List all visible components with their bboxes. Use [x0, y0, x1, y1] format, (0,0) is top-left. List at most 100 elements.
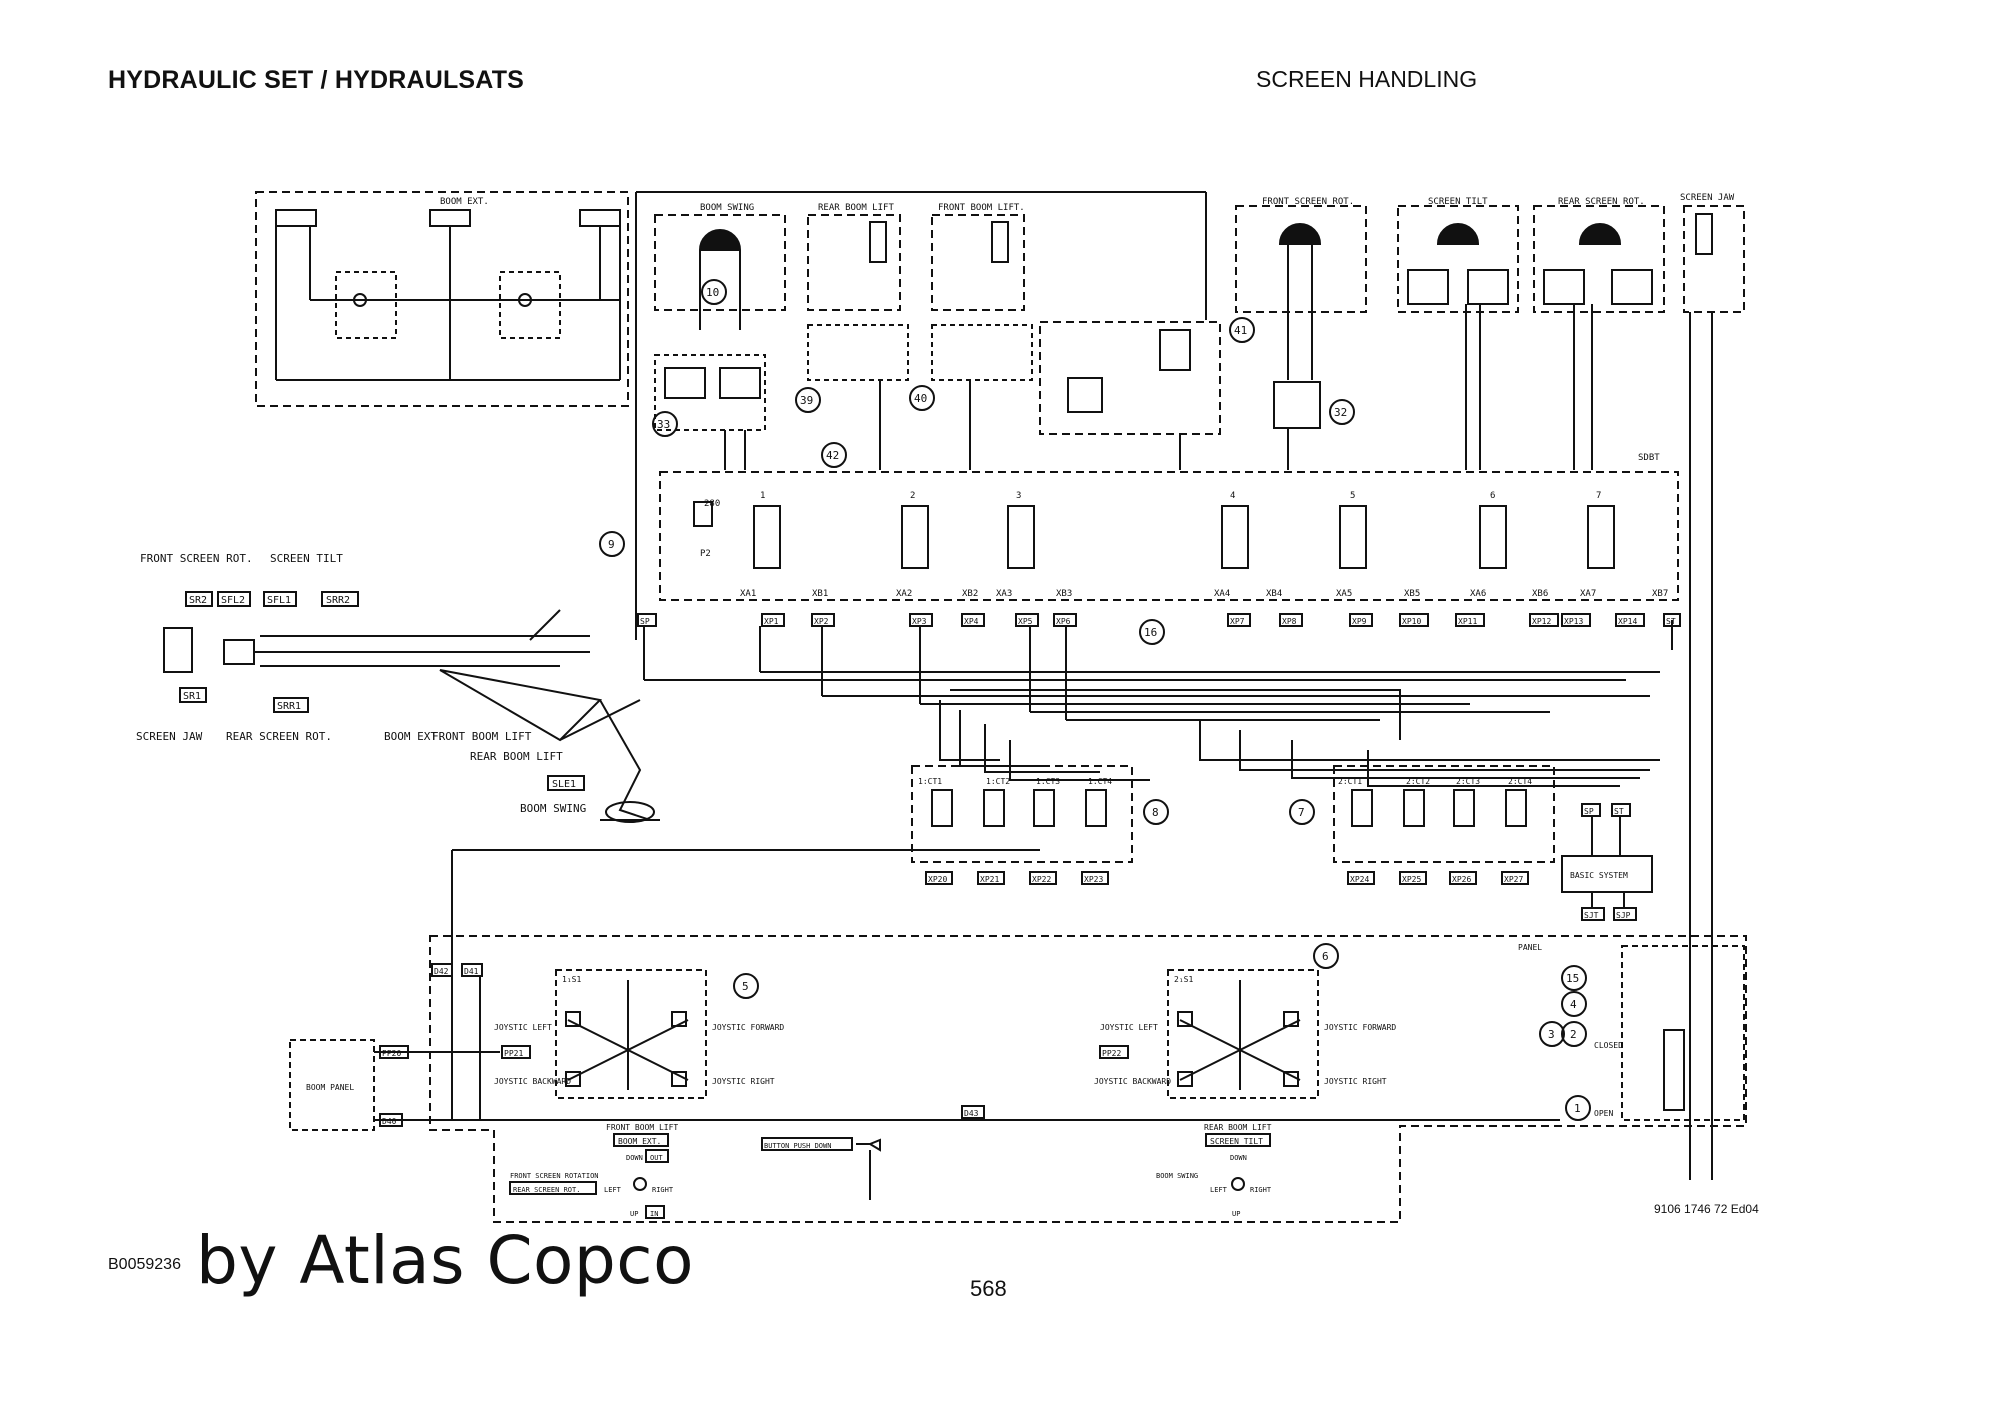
svg-text:JOYSTIC RIGHT: JOYSTIC RIGHT	[1324, 1077, 1387, 1086]
svg-text:XP11: XP11	[1458, 617, 1477, 626]
front-boom-lift-title: FRONT BOOM LIFT.	[938, 203, 1025, 213]
valve-bank-ports: SP XP1 XP2 XP3 XP4 XP5 XP6 XP7 XP8 XP9 X…	[637, 613, 1681, 627]
svg-text:UP: UP	[630, 1210, 638, 1218]
svg-text:XP8: XP8	[1282, 617, 1297, 626]
machine-drawing: FRONT SCREEN ROT. SCREEN TILT SR2 SFL2 S…	[136, 552, 660, 823]
svg-text:2: 2	[1570, 1028, 1577, 1041]
svg-text:PP21: PP21	[504, 1049, 523, 1058]
joystick-2-legend: REAR BOOM LIFT SCREEN TILT DOWN BOOM SWI…	[1156, 1123, 1272, 1218]
port-xb6: XB6	[1532, 589, 1548, 599]
svg-text:40: 40	[914, 392, 927, 405]
svg-text:REAR BOOM LIFT: REAR BOOM LIFT	[1204, 1123, 1272, 1132]
svg-text:D40: D40	[382, 1117, 397, 1126]
drawing-number: 9106 1746 72 Ed04	[1654, 1202, 1759, 1216]
port-xa3: XA3	[996, 589, 1012, 599]
rear-screen-rot-block: REAR SCREEN ROT.	[1533, 197, 1665, 313]
svg-text:CLOSED: CLOSED	[1594, 1041, 1623, 1050]
svg-text:D41: D41	[464, 967, 479, 976]
valve-section-2: 2	[910, 491, 915, 501]
svg-text:SP: SP	[640, 617, 650, 626]
svg-text:RIGHT: RIGHT	[652, 1186, 674, 1194]
joystick-2: 2₁S1 JOYSTIC LEFT JOYSTIC FORWARD JOYSTI…	[1094, 969, 1396, 1099]
valve-section-4: 4	[1230, 491, 1235, 501]
svg-text:SCREEN TILT: SCREEN TILT	[270, 552, 343, 565]
svg-text:SFL1: SFL1	[267, 595, 291, 606]
svg-text:16: 16	[1144, 626, 1157, 639]
svg-text:REAR BOOM LIFT: REAR BOOM LIFT	[470, 750, 563, 763]
svg-text:2:CT3: 2:CT3	[1456, 777, 1480, 786]
svg-text:XP10: XP10	[1402, 617, 1421, 626]
svg-text:XP6: XP6	[1056, 617, 1071, 626]
svg-text:1: 1	[1574, 1102, 1581, 1115]
svg-text:1:CT3: 1:CT3	[1036, 777, 1060, 786]
port-xa6: XA6	[1470, 589, 1486, 599]
port-xb7: XB7	[1652, 589, 1668, 599]
port-xb5: XB5	[1404, 589, 1420, 599]
svg-text:33: 33	[657, 418, 670, 431]
panel-label: PANEL	[1518, 943, 1542, 952]
valve-section-1: 1	[760, 491, 765, 501]
svg-text:XP2: XP2	[814, 617, 829, 626]
svg-text:XP22: XP22	[1032, 875, 1051, 884]
svg-text:BUTTON PUSH DOWN: BUTTON PUSH DOWN	[764, 1142, 831, 1150]
svg-text:7: 7	[1298, 806, 1305, 819]
svg-text:PP22: PP22	[1102, 1049, 1121, 1058]
rear-screen-rot-title: REAR SCREEN ROT.	[1558, 197, 1645, 207]
panel: PANEL BOOM PANEL D42 D41 PP20 PP21 PP22 …	[289, 849, 1747, 1223]
svg-text:SJP: SJP	[1616, 911, 1631, 920]
svg-text:FRONT SCREEN ROT.: FRONT SCREEN ROT.	[140, 552, 253, 565]
svg-text:IN: IN	[650, 1210, 658, 1218]
valve-section-7: 7	[1596, 491, 1601, 501]
svg-text:1:CT2: 1:CT2	[986, 777, 1010, 786]
port-xb1: XB1	[812, 589, 828, 599]
rear-boom-lift-block: REAR BOOM LIFT	[807, 203, 909, 381]
svg-text:XP26: XP26	[1452, 875, 1471, 884]
svg-text:DOWN: DOWN	[626, 1154, 643, 1162]
svg-text:5: 5	[742, 980, 749, 993]
svg-text:SCREEN TILT: SCREEN TILT	[1210, 1137, 1263, 1146]
button-legend: BUTTON PUSH DOWN	[761, 1137, 881, 1200]
port-xa4: XA4	[1214, 589, 1230, 599]
cartridge-block-2: 2:CT1 2:CT2 2:CT3 2:CT4 XP24 XP25 XP26 X…	[1333, 765, 1555, 885]
svg-text:BASIC SYSTEM: BASIC SYSTEM	[1570, 871, 1628, 880]
svg-text:BOOM SWING: BOOM SWING	[1156, 1172, 1198, 1180]
front-screen-rot-title: FRONT SCREEN ROT.	[1262, 197, 1354, 207]
svg-text:SP: SP	[1584, 807, 1594, 816]
svg-text:JOYSTIC FORWARD: JOYSTIC FORWARD	[1324, 1023, 1396, 1032]
svg-text:FRONT SCREEN ROTATION: FRONT SCREEN ROTATION	[510, 1172, 599, 1180]
svg-text:FRONT BOOM LIFT: FRONT BOOM LIFT	[606, 1123, 678, 1132]
joystick-1-legend: FRONT BOOM LIFT BOOM EXT. DOWN OUT FRONT…	[509, 1123, 678, 1219]
svg-text:BOOM SWING: BOOM SWING	[520, 802, 586, 815]
p2-label: P2	[700, 549, 711, 559]
supply-lines	[635, 191, 1713, 1180]
svg-text:REAR SCREEN ROT.: REAR SCREEN ROT.	[513, 1186, 580, 1194]
svg-text:JOYSTIC BACKWARD: JOYSTIC BACKWARD	[494, 1077, 571, 1086]
svg-text:XP20: XP20	[928, 875, 947, 884]
relief-value: 280	[704, 499, 720, 509]
svg-text:XP5: XP5	[1018, 617, 1033, 626]
section-title: SCREEN HANDLING	[1256, 66, 1478, 92]
port-xa7: XA7	[1580, 589, 1596, 599]
svg-text:XP3: XP3	[912, 617, 927, 626]
svg-text:4: 4	[1570, 998, 1577, 1011]
svg-text:ST: ST	[1614, 807, 1624, 816]
front-boom-lift-block: FRONT BOOM LIFT.	[931, 203, 1033, 381]
svg-text:D42: D42	[434, 967, 449, 976]
svg-text:XP1: XP1	[764, 617, 779, 626]
svg-text:LEFT: LEFT	[604, 1186, 622, 1194]
svg-text:10: 10	[706, 286, 719, 299]
svg-text:RIGHT: RIGHT	[1250, 1186, 1272, 1194]
svg-text:XP27: XP27	[1504, 875, 1523, 884]
front-screen-rot-block: FRONT SCREEN ROT.	[1235, 197, 1367, 429]
screen-jaw-block: SCREEN JAW	[1680, 193, 1745, 313]
svg-text:BOOM EXT.: BOOM EXT.	[384, 730, 444, 743]
valve-section-6: 6	[1490, 491, 1495, 501]
svg-text:XP13: XP13	[1564, 617, 1583, 626]
brand-text: by Atlas Copco	[196, 1222, 694, 1299]
svg-text:ST: ST	[1666, 617, 1676, 626]
svg-text:JOYSTIC LEFT: JOYSTIC LEFT	[494, 1023, 552, 1032]
port-xb4: XB4	[1266, 589, 1282, 599]
port-xa2: XA2	[896, 589, 912, 599]
svg-text:JOYSTIC FORWARD: JOYSTIC FORWARD	[712, 1023, 784, 1032]
